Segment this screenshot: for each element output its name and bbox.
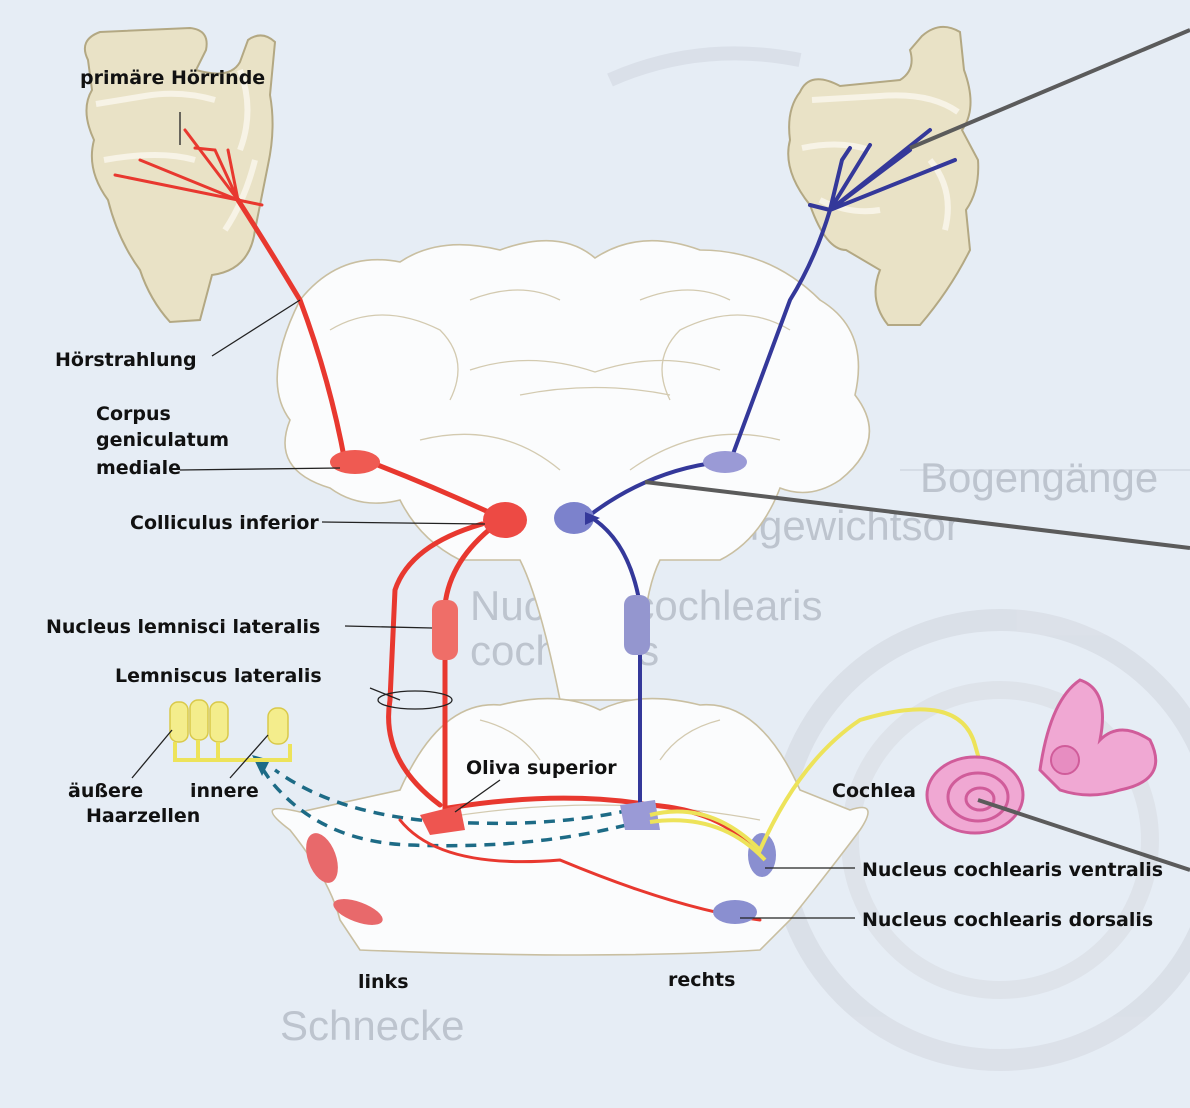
label-cgm-2: geniculatum: [96, 429, 229, 451]
label-colliculus: Colliculus inferior: [130, 512, 319, 534]
label-lemniscus: Lemniscus lateralis: [115, 665, 322, 687]
nll-left: [432, 600, 458, 660]
nll-right: [624, 595, 650, 655]
label-primary-cortex: primäre Hörrinde: [80, 67, 265, 89]
label-inner: innere: [190, 780, 259, 802]
cgm-right: [703, 451, 747, 473]
label-ncd: Nucleus cochlearis dorsalis: [862, 909, 1153, 931]
ghost-text-1: Bogengänge: [920, 454, 1158, 501]
label-outer-1: äußere: [68, 780, 143, 802]
ncd-nucleus: [713, 900, 757, 924]
label-nll: Nucleus lemnisci lateralis: [46, 616, 320, 638]
inner-hair-cell: [268, 708, 288, 744]
label-radiation: Hörstrahlung: [55, 349, 197, 371]
label-cgm-3: mediale: [96, 457, 181, 479]
label-cgm-1: Corpus: [96, 403, 171, 425]
label-cochlea: Cochlea: [832, 780, 916, 802]
cgm-left: [330, 450, 380, 474]
label-right: rechts: [668, 969, 735, 991]
label-outer-2: Haarzellen: [86, 805, 200, 827]
cortex-right: [788, 27, 978, 325]
label-left: links: [358, 971, 409, 993]
colliculus-left: [483, 502, 527, 538]
label-oliva: Oliva superior: [466, 757, 617, 779]
outer-hair-cells: [170, 700, 228, 742]
label-ncv: Nucleus cochlearis ventralis: [862, 859, 1163, 881]
hair-cells: [170, 700, 290, 760]
ghost-text-5: Schnecke: [280, 1002, 464, 1049]
